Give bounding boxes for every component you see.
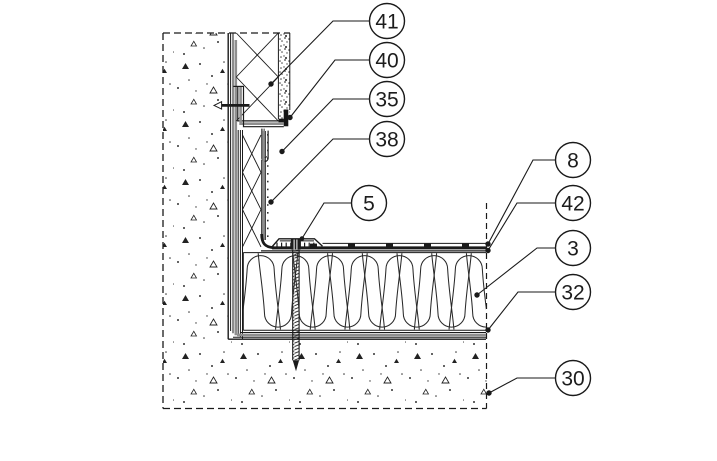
concrete-hatch	[163, 33, 487, 409]
leader-dot-38	[268, 199, 274, 205]
callout-30: 30	[554, 359, 592, 397]
callout-38: 38	[368, 120, 406, 158]
leader-41	[270, 20, 370, 85]
leader-38	[270, 138, 370, 203]
callout-circle-40	[368, 41, 406, 79]
leader-35	[281, 98, 370, 152]
leader-dots	[268, 81, 492, 396]
callout-circle-5	[350, 184, 388, 222]
callout-circle-3	[554, 229, 592, 267]
callout-label-30: 30	[561, 367, 584, 390]
callout-5: 5	[350, 184, 388, 222]
callout-40: 40	[368, 41, 406, 79]
leader-dot-32	[485, 327, 491, 333]
leader-dot-3	[474, 292, 480, 298]
structure-linework	[162, 32, 488, 410]
callout-label-5: 5	[363, 192, 375, 215]
callout-circle-38	[368, 120, 406, 158]
callout-circle-41	[368, 2, 406, 40]
callout-8: 8	[554, 141, 592, 179]
callout-41: 41	[368, 2, 406, 40]
leader-dot-8	[485, 241, 491, 247]
callout-balloons: 41 40 35 38 5 8 42 3	[350, 2, 592, 397]
callout-circle-8	[554, 141, 592, 179]
callout-label-42: 42	[561, 192, 584, 215]
callout-circle-42	[554, 184, 592, 222]
callout-label-40: 40	[375, 49, 398, 72]
leader-dot-40	[287, 114, 293, 121]
leader-dot-42	[485, 247, 491, 254]
leader-3	[476, 247, 556, 296]
callout-label-38: 38	[375, 128, 398, 151]
leader-lines	[270, 20, 556, 394]
callout-35: 35	[368, 80, 406, 118]
leader-42	[487, 202, 556, 251]
leader-32	[487, 291, 556, 331]
callout-circle-35	[368, 80, 406, 118]
leader-5	[301, 202, 352, 239]
leader-8	[487, 159, 556, 245]
leader-40	[289, 59, 370, 118]
leader-dot-35	[279, 148, 285, 155]
callout-32: 32	[554, 273, 592, 311]
callout-3: 3	[554, 229, 592, 267]
leader-dot-41	[268, 81, 274, 87]
callout-label-3: 3	[567, 237, 579, 260]
callout-label-41: 41	[375, 10, 398, 33]
leader-dot-5	[299, 236, 305, 241]
leader-dot-30	[486, 390, 492, 396]
callout-label-35: 35	[375, 88, 398, 111]
callout-label-32: 32	[561, 281, 584, 304]
callout-42: 42	[554, 184, 592, 222]
callout-circle-30	[554, 359, 592, 397]
callout-label-8: 8	[567, 149, 579, 172]
callout-circle-32	[554, 273, 592, 311]
leader-30	[488, 377, 556, 394]
